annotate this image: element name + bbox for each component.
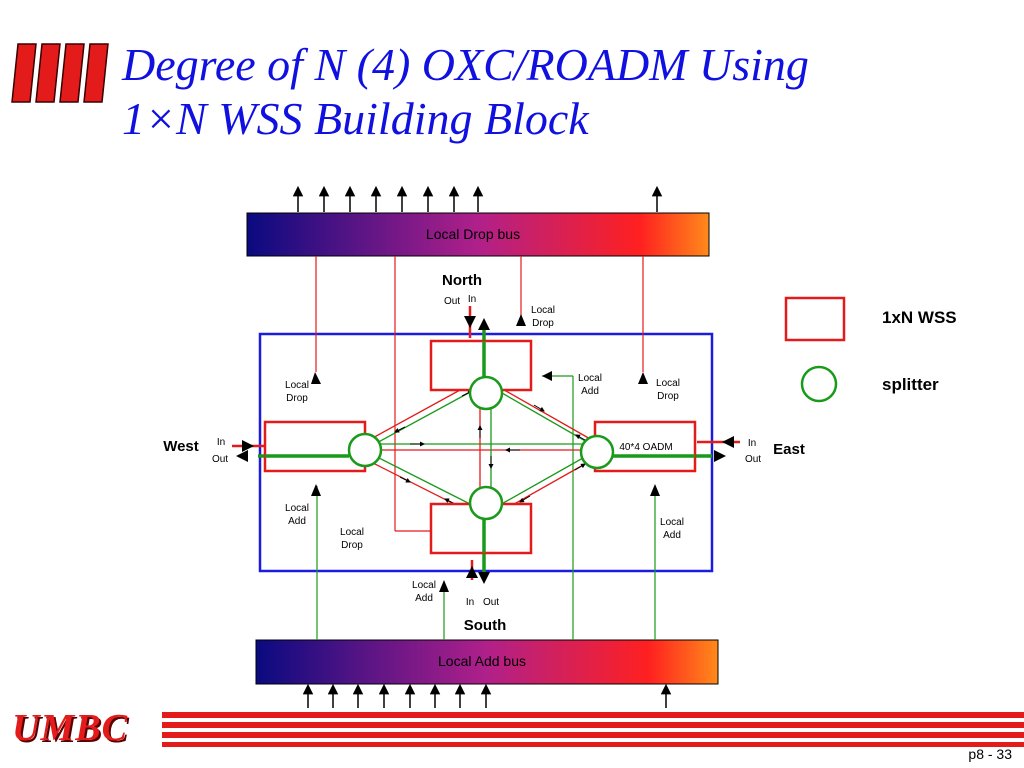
logo-bars-icon bbox=[11, 43, 109, 103]
local-drop-north-2: Drop bbox=[532, 318, 554, 329]
south-in-label: In bbox=[466, 597, 474, 608]
local-add-ne-1: Local bbox=[578, 373, 602, 384]
legend-splitter-label: splitter bbox=[882, 375, 939, 394]
local-drop-south-1: Local bbox=[340, 527, 364, 538]
east-out-label: Out bbox=[745, 454, 761, 465]
east-label: East bbox=[773, 441, 805, 458]
footer-stripes bbox=[162, 712, 1024, 747]
local-drop-north-1: Local bbox=[531, 305, 555, 316]
title-line-1: Degree of N (4) OXC/ROADM Using bbox=[122, 39, 809, 90]
south-label: South bbox=[464, 617, 507, 634]
splitter-south bbox=[468, 485, 504, 521]
splitter-east bbox=[579, 434, 615, 470]
west-in-label: In bbox=[217, 437, 225, 448]
splitter-north bbox=[468, 375, 504, 411]
legend-wss-icon bbox=[784, 296, 846, 342]
local-drop-bus bbox=[246, 212, 710, 257]
legend-splitter-icon bbox=[800, 365, 838, 403]
local-drop-east-1: Local bbox=[656, 378, 680, 389]
port-arrows bbox=[232, 306, 740, 592]
local-add-bus-label: Local Add bus bbox=[438, 653, 526, 669]
legend-wss-label: 1xN WSS bbox=[882, 308, 957, 327]
local-add-ne-2: Add bbox=[581, 386, 599, 397]
local-add-east-1: Local bbox=[660, 517, 684, 528]
local-drop-west-1: Local bbox=[285, 380, 309, 391]
local-add-east-2: Add bbox=[663, 530, 681, 541]
local-drop-bus-label: Local Drop bus bbox=[426, 226, 520, 242]
drop-lines bbox=[315, 256, 644, 532]
port-labels: Out In In Out In Out In Out bbox=[212, 294, 761, 608]
slide-title: Degree of N (4) OXC/ROADM Using 1×N WSS … bbox=[122, 38, 1002, 147]
east-in-label: In bbox=[748, 438, 756, 449]
title-line-2: 1×N WSS Building Block bbox=[122, 93, 589, 145]
oadm-label: 40*4 OADM bbox=[619, 442, 672, 453]
page-number: p8 - 33 bbox=[968, 746, 1012, 762]
local-drop-west-2: Drop bbox=[286, 393, 308, 404]
local-add-south-2: Add bbox=[415, 593, 433, 604]
west-out-label: Out bbox=[212, 454, 228, 465]
through-overlay bbox=[265, 341, 695, 553]
local-drop-east-2: Drop bbox=[657, 391, 679, 402]
local-add-west-2: Add bbox=[288, 516, 306, 527]
south-out-label: Out bbox=[483, 597, 499, 608]
north-in-label: In bbox=[468, 294, 476, 305]
add-bus-input-arrows bbox=[302, 683, 672, 708]
interconnect-arrows bbox=[394, 390, 586, 505]
north-label: North bbox=[442, 272, 482, 289]
local-add-south-1: Local bbox=[412, 580, 436, 591]
local-labels: Local Drop Local Add Local Drop Local Dr… bbox=[285, 305, 684, 604]
local-add-west-1: Local bbox=[285, 503, 309, 514]
drop-bus-output-arrows bbox=[292, 185, 663, 212]
west-label: West bbox=[163, 438, 199, 455]
splitter-west bbox=[347, 432, 383, 468]
node-boundary bbox=[258, 332, 714, 573]
local-drop-south-2: Drop bbox=[341, 540, 363, 551]
north-out-label: Out bbox=[444, 296, 460, 307]
umbc-logo: UMBC bbox=[12, 707, 128, 749]
local-add-bus bbox=[255, 639, 719, 685]
